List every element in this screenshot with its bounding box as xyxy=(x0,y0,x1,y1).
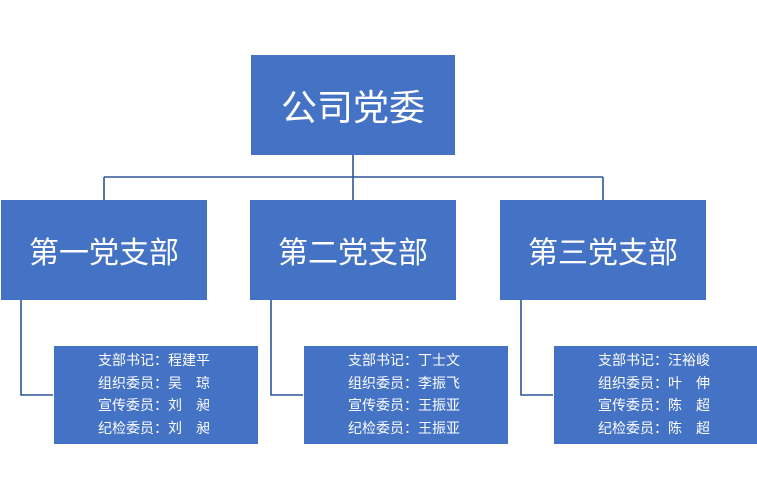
member-line: 宣传委员：刘 昶 xyxy=(54,396,258,416)
member-line: 纪检委员：陈 超 xyxy=(554,419,757,439)
member-line: 纪检委员：王振亚 xyxy=(304,419,508,439)
member-line: 组织委员：叶 伸 xyxy=(554,374,757,394)
branch-node-label: 第一党支部 xyxy=(29,236,179,271)
member-name: 陈 超 xyxy=(668,398,710,415)
member-line: 纪检委员：刘 昶 xyxy=(54,419,258,439)
branch-node-1: 第一党支部 xyxy=(1,200,207,300)
member-box-branch-1: 支部书记：程建平 组织委员：吴 琼 宣传委员：刘 昶 纪检委员：刘 昶 xyxy=(53,345,259,445)
branch-node-2: 第二党支部 xyxy=(250,200,456,300)
member-line: 支部书记：汪裕峻 xyxy=(554,351,757,371)
member-role: 宣传委员： xyxy=(98,398,168,415)
member-role: 组织委员： xyxy=(98,375,168,392)
member-box-branch-2: 支部书记：丁士文 组织委员：李振飞 宣传委员：王振亚 纪检委员：王振亚 xyxy=(303,345,509,445)
member-role: 宣传委员： xyxy=(598,398,668,415)
member-name: 王振亚 xyxy=(418,420,460,437)
root-node-label: 公司党委 xyxy=(280,88,425,129)
member-name: 吴 琼 xyxy=(168,375,210,392)
member-name: 丁士文 xyxy=(418,353,460,370)
member-name: 汪裕峻 xyxy=(668,353,710,370)
member-name: 陈 超 xyxy=(668,420,710,437)
branch-2-member-line xyxy=(270,300,304,396)
member-line: 宣传委员：王振亚 xyxy=(304,396,508,416)
member-line: 支部书记：丁士文 xyxy=(304,351,508,371)
member-line: 组织委员：李振飞 xyxy=(304,374,508,394)
root-node-party-committee: 公司党委 xyxy=(251,55,455,155)
member-name: 刘 昶 xyxy=(168,398,210,415)
member-name: 李振飞 xyxy=(418,375,460,392)
member-line: 宣传委员：陈 超 xyxy=(554,396,757,416)
member-role: 纪检委员： xyxy=(348,420,418,437)
member-role: 组织委员： xyxy=(598,375,668,392)
branch-node-label: 第二党支部 xyxy=(278,236,428,271)
member-box-branch-3: 支部书记：汪裕峻 组织委员：叶 伸 宣传委员：陈 超 纪检委员：陈 超 xyxy=(553,345,757,445)
member-line: 支部书记：程建平 xyxy=(54,351,258,371)
member-role: 纪检委员： xyxy=(98,420,168,437)
member-name: 刘 昶 xyxy=(168,420,210,437)
branch-3-member-line xyxy=(520,300,554,396)
member-role: 纪检委员： xyxy=(598,420,668,437)
member-name: 叶 伸 xyxy=(668,375,710,392)
member-name: 程建平 xyxy=(168,353,210,370)
member-role: 支部书记： xyxy=(598,353,668,370)
member-role: 支部书记： xyxy=(348,353,418,370)
branch-1-member-line xyxy=(20,300,54,396)
member-line: 组织委员：吴 琼 xyxy=(54,374,258,394)
branch-node-label: 第三党支部 xyxy=(528,236,678,271)
member-role: 支部书记： xyxy=(98,353,168,370)
member-role: 组织委员： xyxy=(348,375,418,392)
branch-node-3: 第三党支部 xyxy=(500,200,706,300)
member-name: 王振亚 xyxy=(418,398,460,415)
member-role: 宣传委员： xyxy=(348,398,418,415)
